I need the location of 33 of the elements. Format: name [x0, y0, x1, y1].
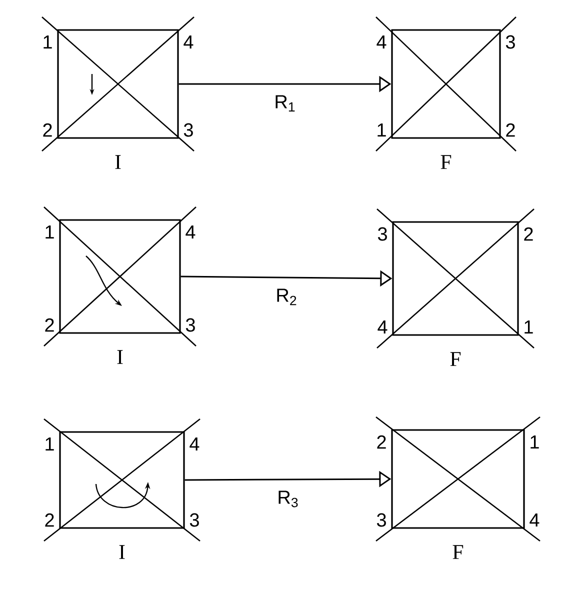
- corner-number: 3: [184, 123, 193, 137]
- corner-number: 4: [190, 437, 200, 451]
- corner-number: 4: [378, 320, 388, 334]
- corner-number: 4: [530, 513, 540, 527]
- edge-label: R$_{3}$: [278, 490, 298, 508]
- corner-number: 2: [45, 318, 54, 332]
- corner-number: 2: [45, 513, 54, 527]
- square-label: I: [117, 350, 123, 364]
- corner-number: 4: [184, 35, 194, 49]
- corner-number: 1: [530, 435, 539, 449]
- corner-number: 3: [376, 513, 386, 527]
- corner-number: 2: [43, 123, 52, 137]
- edge-label: R$_{2}$: [277, 288, 296, 306]
- corner-number: 2: [524, 227, 533, 241]
- corner-number: 2: [506, 123, 515, 137]
- corner-number: 2: [377, 435, 386, 449]
- square-label: F: [450, 352, 461, 366]
- square-label: F: [440, 155, 452, 169]
- square-label: F: [452, 545, 464, 559]
- corner-number: 3: [186, 318, 195, 332]
- corner-number: 3: [506, 35, 515, 49]
- corner-number: 4: [376, 35, 386, 49]
- corner-number: 1: [524, 320, 533, 334]
- corner-number: 1: [378, 123, 386, 137]
- corner-number: 3: [378, 227, 387, 241]
- corner-number: 4: [186, 225, 196, 239]
- corner-number: 1: [46, 225, 54, 239]
- corner-number: 1: [46, 437, 54, 451]
- square-label: I: [115, 155, 121, 169]
- corner-number: 3: [190, 513, 199, 527]
- edge-label: R$_{1}$: [276, 95, 295, 112]
- corner-number: 1: [44, 35, 52, 49]
- square-label: I: [119, 545, 125, 559]
